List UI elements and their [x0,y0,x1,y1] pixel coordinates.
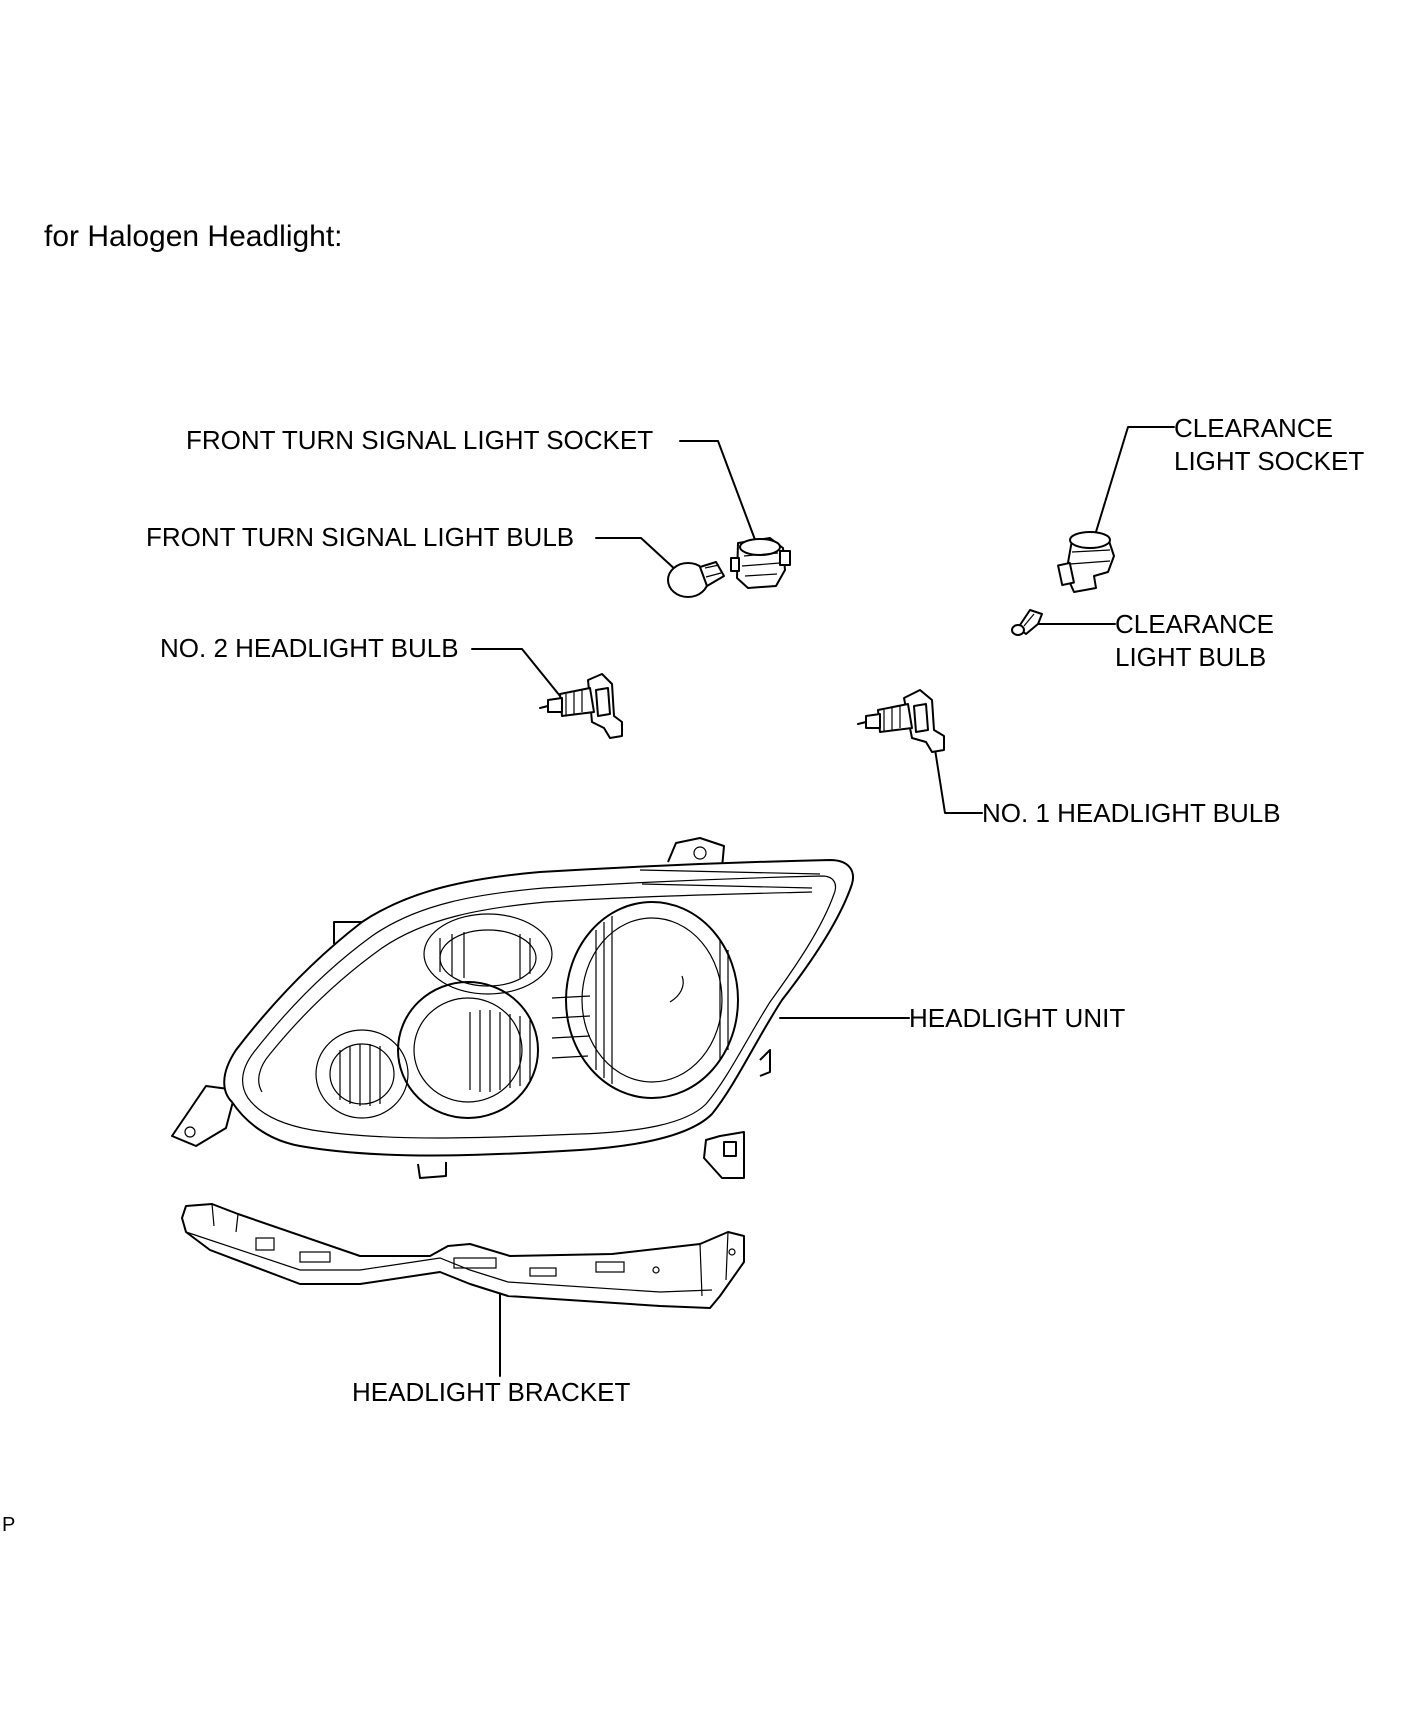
headlight-unit-icon [171,837,854,1179]
no1-headlight-bulb-icon [857,689,945,753]
headlight-bracket-icon [181,1203,745,1309]
leader-no1-bulb [933,742,983,814]
label-turn-signal-socket: FRONT TURN SIGNAL LIGHT SOCKET [186,425,654,455]
leader-lines [471,426,1175,1377]
clearance-socket-icon [1057,531,1115,593]
leader-turn-bulb [595,537,679,573]
turn-signal-socket-icon [730,537,791,589]
label-no1-headlight-bulb: NO. 1 HEADLIGHT BULB [982,798,1281,828]
label-clearance-bulb-line1: CLEARANCE [1115,609,1274,639]
leader-clearance-socket [1091,426,1175,546]
label-clearance-socket-line2: LIGHT SOCKET [1174,446,1365,476]
page-heading: for Halogen Headlight: [44,220,343,253]
turn-signal-bulb-icon [667,561,725,598]
leader-no2-bulb [471,648,574,713]
no2-headlight-bulb-icon [539,673,623,739]
label-headlight-unit: HEADLIGHT UNIT [909,1003,1126,1033]
label-turn-signal-bulb: FRONT TURN SIGNAL LIGHT BULB [146,522,575,552]
label-clearance-bulb: CLEARANCE LIGHT BULB [1115,608,1274,674]
label-no2-headlight-bulb: NO. 2 HEADLIGHT BULB [160,633,459,663]
label-clearance-bulb-line2: LIGHT BULB [1115,642,1267,672]
label-headlight-bracket: HEADLIGHT BRACKET [352,1377,631,1407]
clearance-bulb-icon [1011,609,1043,636]
label-clearance-socket-line1: CLEARANCE [1174,413,1333,443]
footer-code: P [2,1514,16,1536]
leader-turn-socket [679,440,758,546]
label-clearance-socket: CLEARANCE LIGHT SOCKET [1174,412,1364,478]
